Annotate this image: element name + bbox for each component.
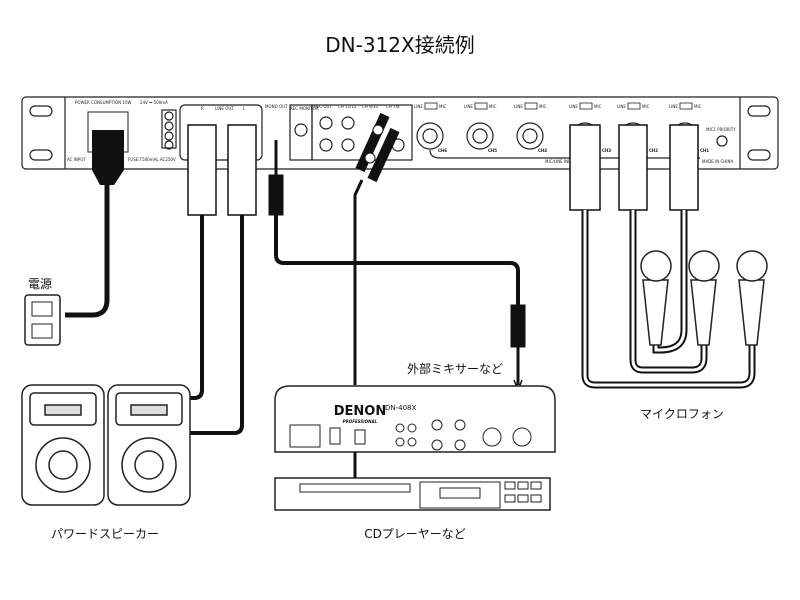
mic-switch-label: MIC — [642, 104, 650, 109]
mono-out-cable — [268, 140, 526, 393]
line-switch-label: LINE — [617, 104, 626, 109]
line-mic-switch[interactable] — [474, 102, 488, 110]
channel-label: CH5 — [488, 148, 497, 153]
ch910-text: CH 9/10 — [362, 104, 379, 109]
line-switch-label: LINE — [569, 104, 578, 109]
rack-ear-slot — [29, 105, 53, 117]
powered-speakers — [21, 384, 191, 506]
microphones — [640, 250, 768, 346]
rec-monitor-text: REC MONITOR — [290, 106, 319, 111]
line-mic-switch[interactable] — [524, 102, 538, 110]
line-switch-label: LINE — [414, 104, 423, 109]
mic-line-input-text: MIC/LINE INPUT — [545, 159, 576, 164]
dn-408x-player: DENON PROFESSIONAL DN-408X — [274, 385, 556, 453]
channel-label: CH6 — [438, 148, 447, 153]
external-mixer-label: 外部ミキサーなど — [407, 361, 503, 376]
line-switch-label: LINE — [464, 104, 473, 109]
power-label: 電源 — [28, 277, 52, 291]
powered-speaker-label: パワードスピーカー — [51, 527, 159, 541]
rec-out-text: REC OUT — [314, 104, 332, 109]
rack-ear-slot — [29, 149, 53, 161]
rack-ear-slot — [747, 105, 771, 117]
channel-label: CH4 — [538, 148, 547, 153]
line-switch-label: LINE — [669, 104, 678, 109]
mic1-priority-text: MIC1 PRIORITY — [706, 127, 736, 132]
mic1-priority-knob — [716, 135, 728, 147]
mono-out-text: MONO OUT — [265, 104, 288, 109]
denon-logo: DENON — [334, 404, 386, 419]
power-consumption-text: POWER CONSUMPTION 10W — [75, 100, 131, 105]
microphone-label: マイクロフォン — [640, 407, 724, 421]
ch1112-text: CH 11/12 — [338, 104, 357, 109]
made-in-china-text: MADE IN CHINA — [702, 159, 733, 164]
power-outlet — [24, 294, 61, 346]
mic-switch-label: MIC — [694, 104, 702, 109]
rca-cable — [353, 112, 400, 385]
microphone-1 — [640, 250, 672, 346]
microphone-cables — [569, 124, 756, 389]
speaker-right — [107, 384, 191, 506]
rack-texts: POWER CONSUMPTION 10W 24V ⎓ 500mA AC INP… — [67, 100, 736, 164]
channel-label: CH1 — [700, 148, 709, 153]
r-text: R — [201, 106, 204, 111]
mic-switch-label: MIC — [594, 104, 602, 109]
microphone-3 — [736, 250, 768, 346]
fuse-text: FUSE:T500mAL AC250V — [128, 157, 176, 162]
channel-label: CH3 — [602, 148, 611, 153]
player-model: DN-408X — [385, 404, 417, 412]
mic-switch-label: MIC — [539, 104, 547, 109]
power-cable — [65, 111, 129, 318]
mic-switch-label: MIC — [489, 104, 497, 109]
cd-player-label: CDプレーヤーなど — [364, 527, 466, 541]
line-mic-switch[interactable] — [627, 102, 641, 110]
ac-input-text: AC INPUT — [67, 157, 86, 162]
mic-switch-label: MIC — [439, 104, 447, 109]
diagram-title: DN-312X接続例 — [325, 33, 474, 57]
ch78-text: CH 7/8 — [386, 104, 400, 109]
rack-ear-slot — [747, 149, 771, 161]
cd-player — [274, 477, 551, 511]
line-mic-switch[interactable] — [679, 102, 693, 110]
line-out-cables — [185, 124, 257, 435]
line-mic-switch[interactable] — [424, 102, 438, 110]
channel-label: CH2 — [649, 148, 658, 153]
line-mic-switch[interactable] — [579, 102, 593, 110]
line-switch-label: LINE — [514, 104, 523, 109]
speaker-left — [21, 384, 105, 506]
l-text: L — [243, 106, 246, 111]
professional-logo: PROFESSIONAL — [343, 419, 378, 424]
dc-text: 24V ⎓ 500mA — [140, 100, 168, 105]
line-out-text: LINE OUT — [215, 106, 234, 111]
microphone-2 — [688, 250, 720, 346]
